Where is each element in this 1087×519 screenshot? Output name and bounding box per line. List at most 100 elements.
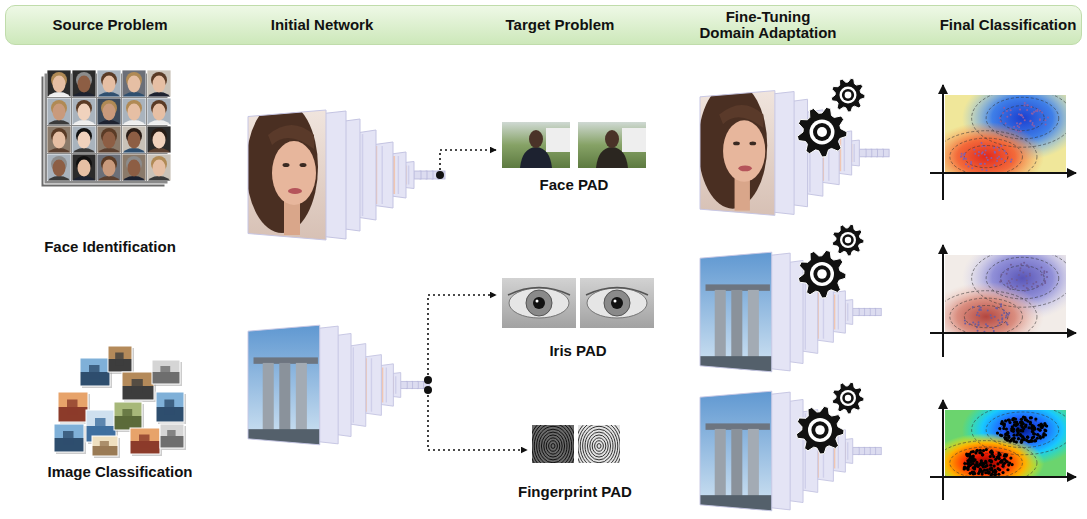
sample-dot <box>981 169 983 171</box>
sample-dot <box>1019 109 1021 111</box>
illustration-detail <box>47 126 71 153</box>
sample-dot <box>1033 111 1035 113</box>
illustration-detail <box>838 295 839 330</box>
sample-dot <box>996 467 999 470</box>
sample-dot <box>1020 114 1022 116</box>
illustration-detail <box>544 435 562 457</box>
sample-dot <box>998 149 1000 151</box>
sample-dot <box>1007 268 1009 270</box>
illustration-detail <box>840 232 856 248</box>
sample-dot <box>1023 262 1025 264</box>
sample-dot <box>967 465 970 468</box>
sample-dot <box>1003 107 1005 109</box>
sample-dot <box>1023 285 1025 287</box>
sample-dot <box>1006 116 1008 118</box>
sample-dot <box>1016 423 1019 426</box>
illustration-detail <box>597 444 601 449</box>
illustration-detail <box>122 372 154 400</box>
column-header: Fine-Tuning Domain Adaptation <box>697 6 839 44</box>
illustration-detail <box>813 123 831 141</box>
illustration-detail <box>622 128 646 152</box>
sample-dot <box>990 467 993 470</box>
illustration-detail <box>92 436 118 456</box>
problem-label: Fingerprint PAD <box>518 484 632 501</box>
sample-dot <box>1027 440 1030 443</box>
sample-dot <box>990 157 992 159</box>
illustration-detail <box>122 148 146 153</box>
sample-dot <box>993 473 996 476</box>
illustration-detail <box>1001 266 1045 291</box>
iris-pad-sample <box>580 278 654 328</box>
face-pad-sample <box>502 122 570 168</box>
illustration-detail <box>97 148 121 153</box>
sample-dot <box>974 153 976 155</box>
illustration-detail <box>114 402 142 430</box>
sample-dot <box>996 462 999 465</box>
illustration-detail <box>97 176 121 181</box>
illustration-detail <box>842 234 854 246</box>
sample-dot <box>981 470 984 473</box>
illustration-detail <box>700 248 774 377</box>
sample-dot <box>985 448 988 451</box>
sample-dot <box>1042 435 1045 438</box>
sample-dot <box>1020 418 1023 421</box>
sample-dot <box>1044 429 1047 432</box>
illustration-detail <box>72 98 96 125</box>
sample-dot <box>961 153 963 155</box>
illustration-detail <box>153 132 166 149</box>
illustration-detail <box>122 409 132 423</box>
illustration-detail <box>986 97 1059 139</box>
illustration-detail <box>72 148 96 153</box>
illustration-detail <box>67 400 78 415</box>
sample-dot <box>994 151 996 153</box>
illustration-detail <box>53 132 66 149</box>
sample-dot <box>977 330 979 332</box>
sample-dot <box>1005 453 1008 456</box>
sample-dot <box>981 145 983 147</box>
illustration-detail <box>103 104 116 121</box>
plot-axis <box>942 400 944 500</box>
sample-dot <box>972 321 974 323</box>
illustration-detail <box>72 126 96 153</box>
sample-dot <box>987 325 989 327</box>
sample-dot <box>1036 433 1039 436</box>
sample-dot <box>984 145 986 147</box>
illustration-detail <box>268 125 314 149</box>
illustration-detail <box>578 425 620 463</box>
sample-dot <box>966 462 969 465</box>
photo-thumbnail <box>54 424 86 454</box>
illustration-detail <box>706 284 770 290</box>
illustration-detail <box>945 410 1066 476</box>
source-problem: Image Classification <box>40 340 200 480</box>
illustration-detail <box>97 70 121 97</box>
branch-dot <box>424 386 432 394</box>
illustration-detail <box>551 444 555 449</box>
illustration-detail <box>63 431 74 445</box>
sample-dot <box>1015 440 1018 443</box>
illustration-detail <box>80 358 110 386</box>
sample-dot <box>1005 317 1007 319</box>
illustration-detail <box>153 104 166 121</box>
sample-dot <box>1016 285 1018 287</box>
illustration-detail <box>54 424 84 452</box>
sample-dot <box>1001 471 1004 474</box>
sample-dot <box>1021 115 1023 117</box>
illustration-detail <box>414 171 421 179</box>
sample-dot <box>1012 417 1015 420</box>
sample-dot <box>1030 416 1033 419</box>
sample-dot <box>1004 437 1007 440</box>
column-header: Source Problem <box>35 6 185 44</box>
sample-dot <box>1024 105 1026 107</box>
illustration-detail <box>254 357 318 363</box>
illustration-detail <box>139 435 150 448</box>
sample-dot <box>1044 119 1046 121</box>
illustration-detail <box>502 122 570 168</box>
sample-dot <box>994 316 996 318</box>
illustration-detail <box>798 250 846 298</box>
sample-dot <box>964 323 966 325</box>
illustration-detail <box>853 308 859 315</box>
sample-dot <box>999 117 1001 119</box>
sample-dot <box>985 149 987 151</box>
illustration-detail <box>534 425 572 463</box>
illustration-detail <box>53 104 66 121</box>
